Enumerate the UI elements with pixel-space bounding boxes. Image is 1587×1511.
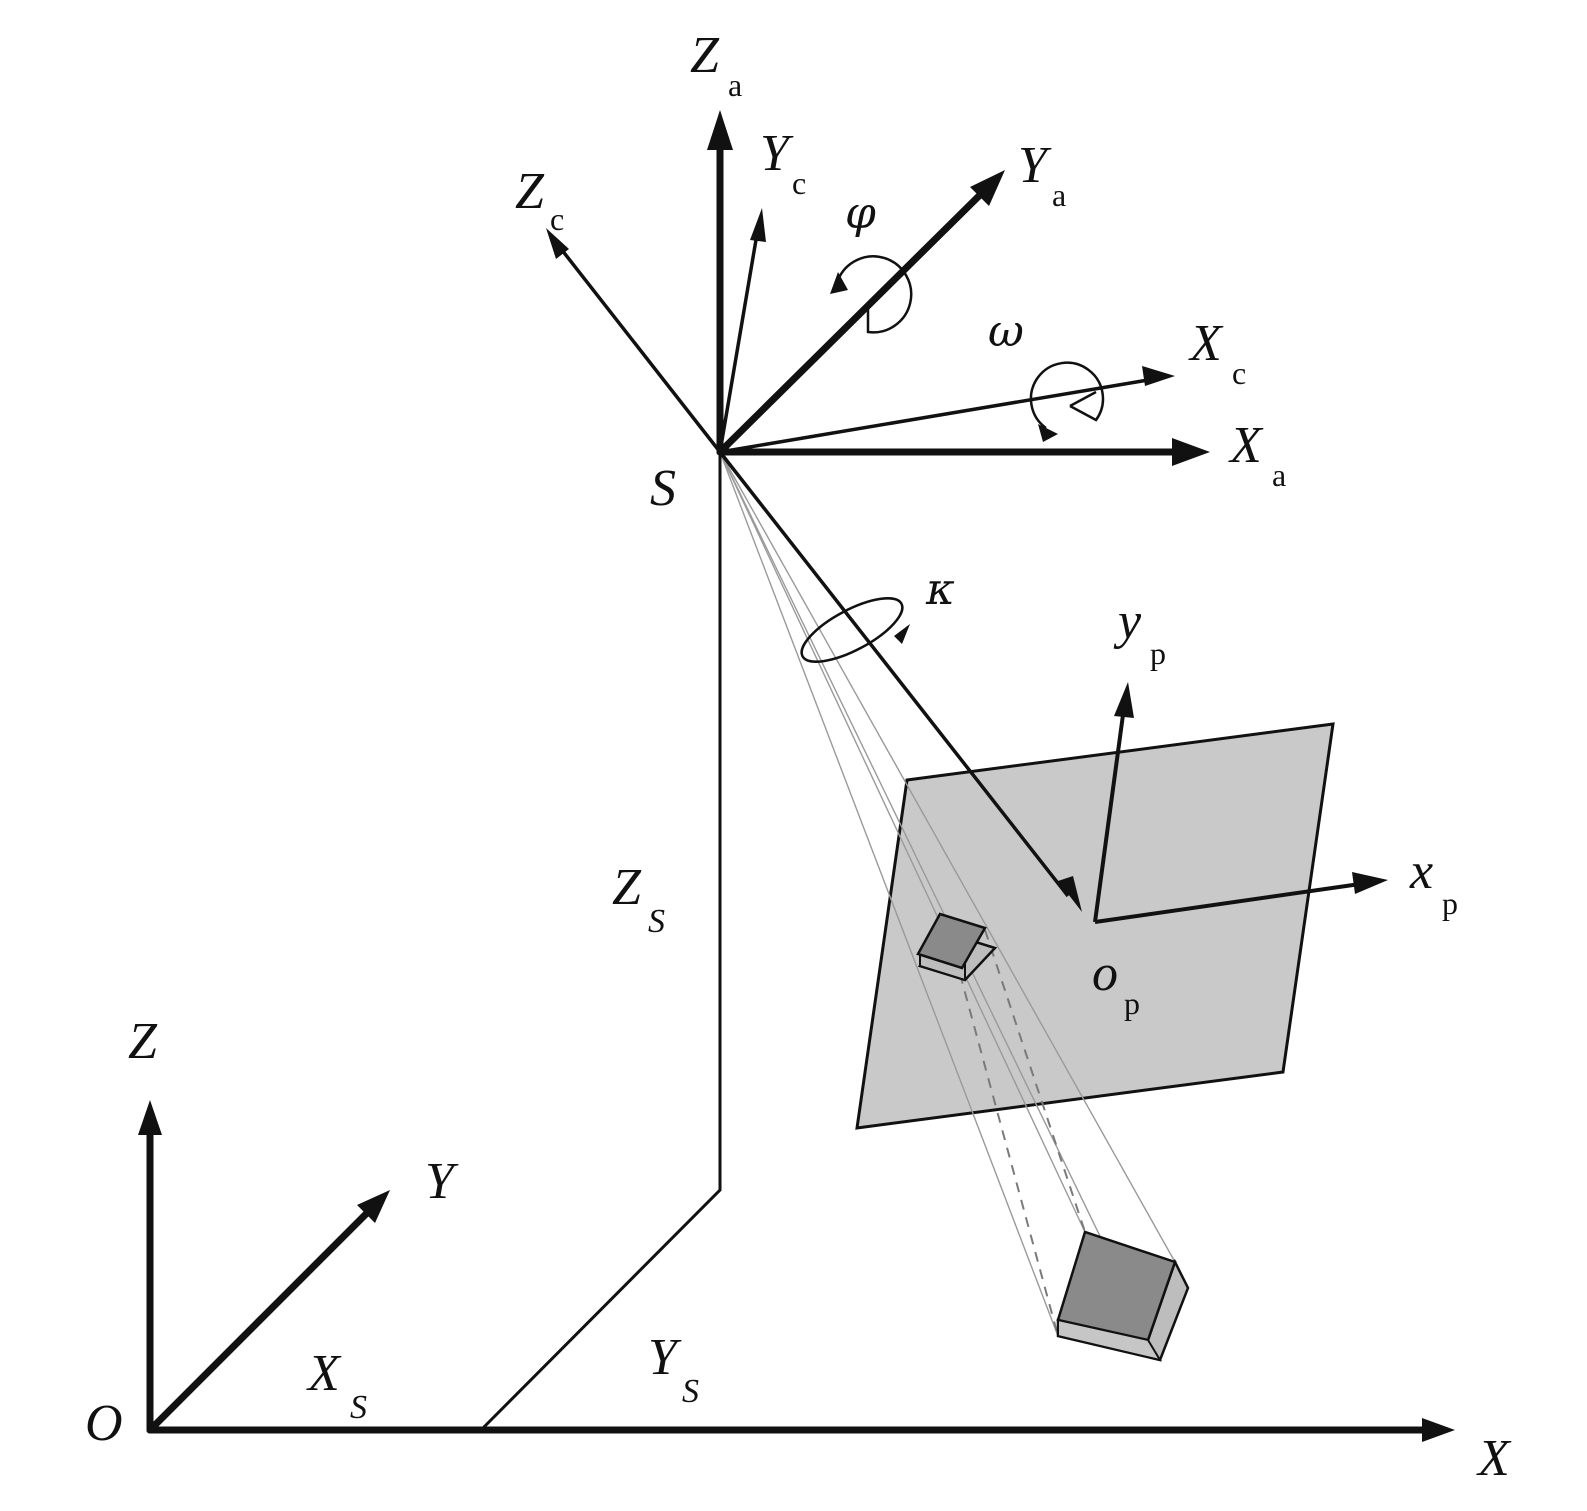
label-y: Y (425, 1153, 459, 1210)
image-cube (916, 912, 998, 982)
world-axes (146, 1121, 1434, 1434)
label-x: X (1476, 1430, 1512, 1487)
label-ya: Y a (1018, 137, 1066, 213)
label-xp: x p (1409, 843, 1458, 921)
kappa-arrowhead (894, 624, 910, 644)
label-omega: ω (988, 306, 1024, 357)
projection-rays (719, 451, 1176, 1361)
label-op: o p (1092, 945, 1140, 1021)
camera-axes (556, 227, 1161, 898)
svg-text:x: x (1409, 843, 1433, 900)
svg-text:Y: Y (1018, 137, 1052, 194)
label-ys: Y S (648, 1329, 699, 1410)
image-axes (1093, 699, 1361, 924)
yp-axis (1093, 699, 1127, 923)
svg-text:a: a (1052, 177, 1066, 213)
svg-text:Z: Z (515, 163, 545, 220)
xp-axis (1094, 882, 1361, 924)
svg-text:S: S (350, 1389, 367, 1426)
svg-text:Z: Z (612, 859, 642, 916)
camera-arrowheads (546, 208, 1175, 912)
svg-text:y: y (1113, 593, 1142, 650)
label-z: Z (128, 1013, 158, 1070)
svg-text:S: S (648, 903, 665, 940)
svg-text:X: X (306, 1345, 342, 1402)
projection-rays-hidden (959, 929, 1086, 1337)
svg-text:a: a (728, 67, 742, 103)
auxiliary-axes (716, 136, 1179, 456)
label-xa: X a (1228, 417, 1286, 493)
image-plane (855, 722, 1335, 1130)
svg-text:X: X (1188, 315, 1224, 372)
label-kappa: κ (925, 564, 955, 615)
svg-text:a: a (1272, 457, 1286, 493)
auxiliary-arrowheads (707, 110, 1210, 466)
yc-axis (718, 227, 760, 453)
svg-text:c: c (550, 201, 564, 237)
label-xs: X S (306, 1345, 367, 1426)
label-yp: y p (1113, 593, 1166, 671)
world-arrowheads (138, 1100, 1455, 1442)
svg-text:S: S (682, 1373, 699, 1410)
svg-text:Z: Z (690, 27, 720, 84)
object-cube (1056, 1230, 1190, 1362)
zc-axis (556, 243, 722, 454)
ya-axis (716, 186, 989, 456)
label-zc: Z c (515, 163, 564, 237)
label-zs: Z S (612, 859, 665, 940)
svg-text:Y: Y (760, 125, 794, 182)
svg-text:c: c (1232, 355, 1246, 391)
phi-arrowhead (830, 272, 848, 294)
label-yc: Y c (760, 125, 806, 201)
svg-text:X: X (1228, 417, 1264, 474)
image-arrowheads (1114, 682, 1388, 894)
svg-text:p: p (1150, 635, 1166, 671)
xc-axis (719, 376, 1161, 454)
svg-text:Y: Y (648, 1329, 682, 1386)
label-o: O (85, 1395, 123, 1452)
svg-text:p: p (1442, 885, 1458, 921)
position-path (481, 452, 722, 1430)
label-xc: X c (1188, 315, 1246, 391)
label-s: S (650, 460, 676, 517)
svg-text:c: c (792, 165, 806, 201)
world-y-axis (146, 1206, 374, 1434)
omega-rotation-icon (1029, 361, 1105, 430)
phi-rotation-icon (836, 255, 913, 334)
svg-text:o: o (1092, 945, 1118, 1002)
kappa-rotation-icon (800, 597, 904, 663)
label-phi: φ (845, 188, 876, 239)
label-za: Z a (690, 27, 742, 103)
omega-arrowhead (1038, 424, 1058, 442)
principal-axis (718, 450, 1070, 898)
svg-text:p: p (1124, 985, 1140, 1021)
